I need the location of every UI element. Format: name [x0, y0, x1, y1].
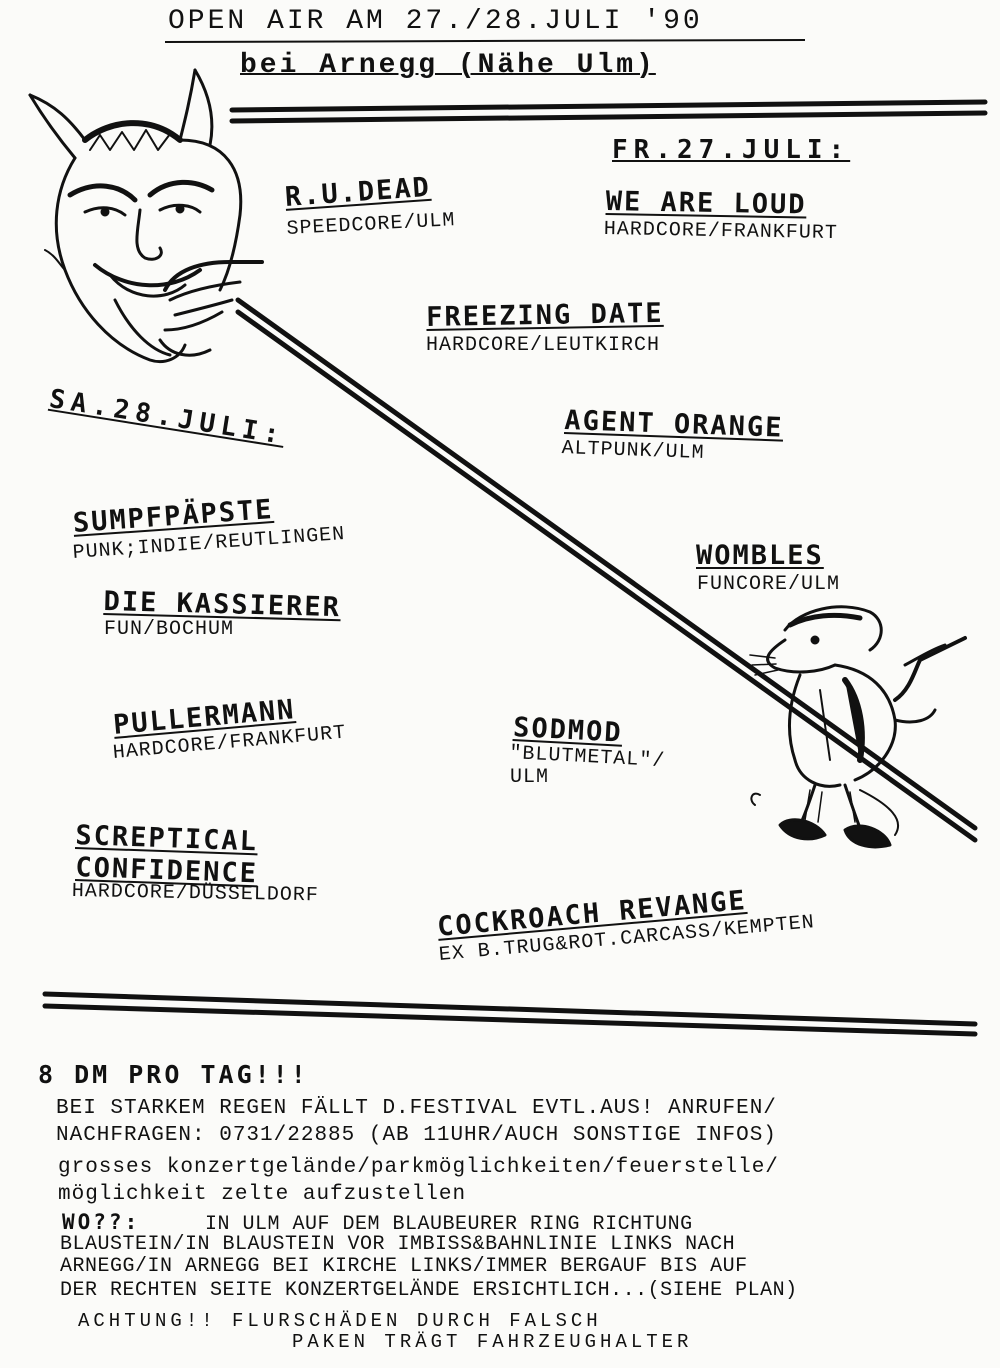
band-info: HARDCORE/FRANKFURT	[603, 218, 839, 246]
rat-illustration	[749, 605, 967, 849]
header-location: bei Arnegg (Nähe Ulm)	[240, 50, 656, 81]
rain-notice-line: BEI STARKEM REGEN FÄLLT D.FESTIVAL EVTL.…	[56, 1097, 777, 1120]
rain-notice-line: NACHFRAGEN: 0731/22885 (AB 11UHR/AUCH SO…	[56, 1124, 777, 1147]
header-title: OPEN AIR AM 27./28.JULI '90	[168, 6, 703, 37]
band-name: WE ARE LOUD	[605, 186, 807, 221]
friday-label: FR.27.JULI:	[612, 135, 851, 165]
venue-line: möglichkeit zelte aufzustellen	[58, 1183, 467, 1206]
directions-line: BLAUSTEIN/IN BLAUSTEIN VOR IMBISS&BAHNLI…	[60, 1233, 736, 1256]
devil-illustration	[28, 68, 264, 364]
directions-line: ARNEGG/IN ARNEGG BEI KIRCHE LINKS/IMMER …	[60, 1255, 748, 1278]
band-info: HARDCORE/LEUTKIRCH	[426, 334, 661, 357]
directions-line: IN ULM AUF DEM BLAUBEURER RING RICHTUNG	[205, 1213, 693, 1236]
band-name: WOMBLES	[696, 540, 824, 571]
band-info: HARDCORE/DÜSSELDORF	[71, 880, 320, 908]
header-underline	[164, 39, 806, 43]
band-info: FUNCORE/ULM	[697, 573, 841, 596]
venue-line: grosses konzertgelände/parkmöglichkeiten…	[58, 1156, 779, 1179]
band-info-cont: ULM	[510, 766, 550, 789]
directions-label: WO??:	[62, 1210, 141, 1234]
directions-line: DER RECHTEN SEITE KONZERTGELÄNDE ERSICHT…	[60, 1279, 798, 1302]
diagonal-rules	[235, 297, 978, 843]
price: 8 DM PRO TAG!!!	[38, 1060, 309, 1089]
warning-line: PAKEN TRÄGT FAHRZEUGHALTER	[292, 1331, 693, 1353]
warning-line: ACHTUNG!! FLURSCHÄDEN DURCH FALSCH	[78, 1310, 602, 1332]
band-name: SCREPTICAL	[74, 820, 259, 858]
bottom-rules	[42, 991, 978, 1037]
band-info: FUN/BOCHUM	[104, 618, 235, 641]
band-name: FREEZING DATE	[426, 297, 664, 333]
top-rules	[229, 99, 988, 124]
band-info: ALTPUNK/ULM	[561, 437, 705, 465]
